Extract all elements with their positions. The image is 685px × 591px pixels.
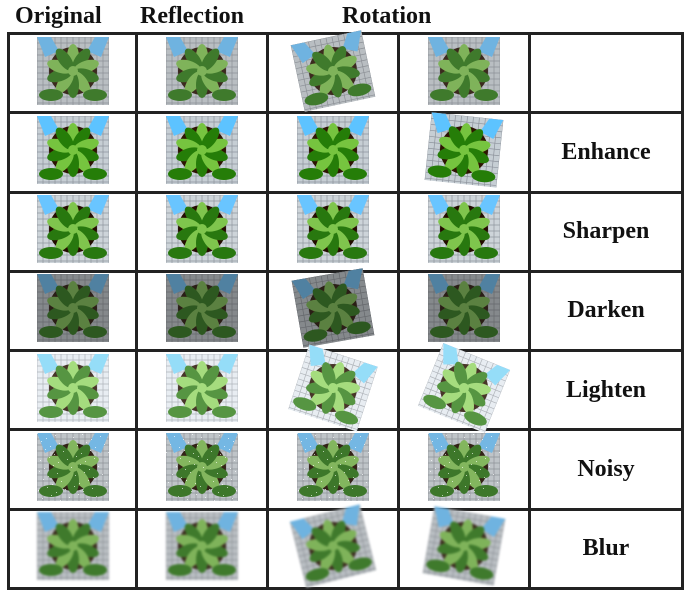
header-original: Original — [15, 3, 102, 29]
grid-row: Sharpen — [7, 190, 684, 273]
image-cell — [135, 428, 269, 511]
row-label: Enhance — [528, 111, 684, 194]
grid-row: Darken — [7, 268, 684, 353]
plant-image — [288, 344, 378, 432]
image-cell — [266, 344, 400, 432]
plant-image — [291, 268, 375, 349]
grid-row: Enhance — [7, 111, 684, 194]
grid-body: Enhance — [7, 29, 684, 591]
plant-image — [36, 512, 109, 581]
plant-image — [428, 433, 500, 502]
image-cell — [266, 268, 400, 353]
plant-image — [36, 115, 109, 184]
plant-image — [297, 433, 369, 502]
row-label: Lighten — [528, 349, 684, 432]
image-cell — [135, 190, 269, 273]
header-reflection: Reflection — [140, 3, 244, 29]
plant-image — [166, 433, 238, 502]
plant-image — [424, 112, 504, 188]
plant-image — [36, 353, 109, 422]
image-cell — [135, 349, 269, 432]
plant-image — [422, 506, 506, 587]
plant-image — [36, 195, 109, 264]
grid-row: Blur — [7, 504, 684, 591]
plant-image — [166, 36, 238, 105]
row-label: Sharpen — [528, 190, 684, 273]
grid-row: Lighten — [7, 342, 684, 433]
plant-image — [289, 504, 377, 589]
plant-image — [297, 115, 369, 184]
plant-image — [166, 115, 238, 184]
image-cell — [135, 507, 269, 591]
header-rotation: Rotation — [342, 3, 432, 29]
image-cell — [266, 29, 400, 115]
image-cell — [135, 111, 269, 194]
image-cell — [266, 190, 400, 273]
image-cell — [7, 269, 138, 353]
row-label: Noisy — [528, 428, 684, 511]
row-label: Darken — [528, 269, 684, 353]
image-cell — [7, 111, 138, 194]
plant-image — [166, 353, 238, 422]
plant-image — [428, 195, 500, 264]
image-cell — [397, 506, 531, 591]
image-cell — [7, 31, 138, 115]
plant-image — [290, 29, 376, 112]
image-cell — [266, 111, 400, 194]
plant-image — [297, 195, 369, 264]
image-cell — [397, 111, 531, 194]
image-cell — [397, 342, 531, 433]
image-cell — [266, 428, 400, 511]
image-cell — [135, 31, 269, 115]
image-cell — [266, 504, 400, 591]
plant-image — [166, 512, 238, 581]
row-label: Blur — [528, 507, 684, 591]
plant-image — [36, 433, 109, 502]
plant-image — [36, 36, 109, 105]
image-cell — [397, 31, 531, 115]
plant-image — [417, 342, 511, 433]
augmentation-grid: Enhance — [7, 29, 684, 591]
image-cell — [7, 507, 138, 591]
plant-image — [428, 36, 500, 105]
plant-image — [166, 274, 238, 343]
plant-image — [428, 274, 500, 343]
image-cell — [135, 269, 269, 353]
row-label — [528, 31, 684, 115]
image-cell — [7, 428, 138, 511]
plant-image — [36, 274, 109, 343]
grid-row — [7, 29, 684, 115]
plant-image — [166, 195, 238, 264]
column-headers: Original Reflection Rotation — [0, 0, 685, 32]
grid-row: Noisy — [7, 428, 684, 511]
image-cell — [7, 190, 138, 273]
image-cell — [7, 349, 138, 432]
image-cell — [397, 428, 531, 511]
image-cell — [397, 269, 531, 353]
image-cell — [397, 190, 531, 273]
